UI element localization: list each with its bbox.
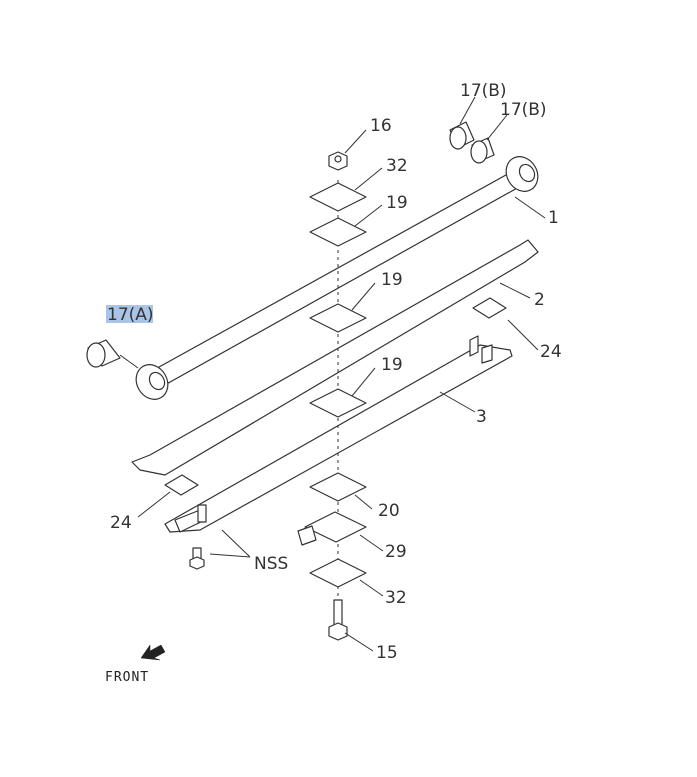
bushing-17b-1[interactable] bbox=[449, 121, 475, 150]
label-19-bottom: 19 bbox=[381, 355, 403, 375]
label-19-top: 19 bbox=[386, 193, 408, 213]
front-arrow-icon bbox=[140, 644, 166, 661]
leaf-spring-1[interactable] bbox=[130, 151, 544, 405]
label-17b-2: 17(B) bbox=[500, 100, 547, 120]
bushing-17a[interactable] bbox=[86, 339, 139, 369]
label-15: 15 bbox=[376, 643, 398, 663]
label-32-bottom: 32 bbox=[385, 588, 407, 608]
label-24-left: 24 bbox=[110, 513, 132, 533]
plate-32-bottom[interactable] bbox=[309, 558, 367, 588]
label-3: 3 bbox=[476, 407, 487, 427]
spring-seat-29[interactable] bbox=[297, 511, 367, 546]
label-19-middle: 19 bbox=[381, 270, 403, 290]
label-17b-1: 17(B) bbox=[460, 81, 507, 101]
label-24-right: 24 bbox=[540, 342, 562, 362]
label-20: 20 bbox=[378, 501, 400, 521]
spacer-19-top[interactable] bbox=[309, 217, 367, 247]
nss-bolt[interactable] bbox=[189, 547, 205, 570]
bolt-15[interactable] bbox=[328, 599, 348, 641]
label-front: FRONT bbox=[105, 670, 149, 685]
pad-24-right[interactable] bbox=[472, 297, 507, 319]
nut-16[interactable] bbox=[328, 151, 348, 171]
label-2: 2 bbox=[534, 290, 545, 310]
label-nss: NSS bbox=[254, 554, 288, 574]
spacer-19-middle[interactable] bbox=[309, 303, 367, 333]
label-29: 29 bbox=[385, 542, 407, 562]
leader-lines bbox=[137, 96, 546, 652]
leaf-spring-2[interactable] bbox=[131, 239, 539, 476]
spacer-19-bottom[interactable] bbox=[309, 388, 367, 418]
spacer-20[interactable] bbox=[309, 472, 367, 502]
label-1: 1 bbox=[548, 208, 559, 228]
bushing-17b-2[interactable] bbox=[470, 137, 495, 164]
plate-32-top[interactable] bbox=[309, 182, 367, 212]
label-17a-highlight bbox=[106, 305, 153, 323]
pad-24-left[interactable] bbox=[164, 474, 199, 496]
leaf-spring-3[interactable] bbox=[164, 335, 513, 533]
label-32-top: 32 bbox=[386, 156, 408, 176]
label-16: 16 bbox=[370, 116, 392, 136]
label-17a: 17(A) bbox=[107, 305, 154, 325]
